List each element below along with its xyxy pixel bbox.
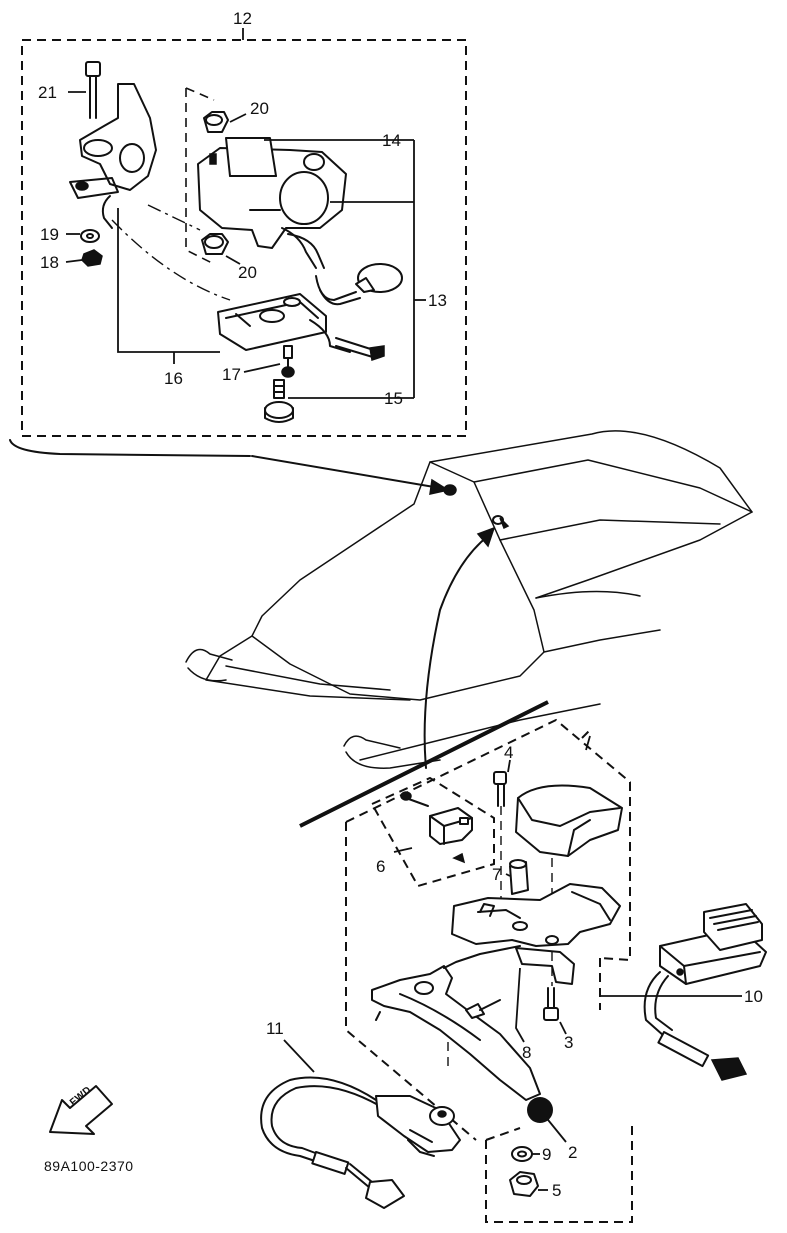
part-label-9: 9 <box>542 1145 552 1164</box>
screw-8 <box>465 967 525 1043</box>
bolt-4 <box>493 759 511 930</box>
detail-box-lower <box>345 718 633 1223</box>
assembly-lines <box>111 87 231 301</box>
part-label-10: 10 <box>744 987 763 1006</box>
part-label-20-top: 20 <box>250 99 269 118</box>
leader-2 <box>539 1109 567 1143</box>
leader-lines-upper <box>117 139 426 399</box>
pin-7 <box>505 859 529 895</box>
part-label-7: 7 <box>492 865 502 884</box>
nut-20-bottom <box>201 233 241 265</box>
switch-6 <box>393 791 473 864</box>
washer-9 <box>511 1146 540 1162</box>
part-label-17: 17 <box>222 365 241 384</box>
part-label-2: 2 <box>568 1143 578 1162</box>
switch-plate-16 <box>217 293 385 361</box>
part-label-5: 5 <box>552 1181 562 1200</box>
location-arrows <box>251 455 496 769</box>
bolt-3 <box>543 952 567 1035</box>
part-label-14: 14 <box>382 131 401 150</box>
nut-18 <box>65 249 103 267</box>
nut-5 <box>509 1171 548 1197</box>
screw-17 <box>243 345 295 378</box>
screw-15 <box>264 379 294 423</box>
switch-housing-14 <box>197 137 403 306</box>
brake-lever-2 <box>371 945 553 1123</box>
part-label-11: 11 <box>266 1019 284 1038</box>
unit-10 <box>600 903 767 1081</box>
bolt-21 <box>68 61 101 119</box>
part-label-3: 3 <box>564 1033 574 1052</box>
part-label-8: 8 <box>522 1043 532 1062</box>
part-label-12: 12 <box>233 9 252 28</box>
snowmobile-silhouette <box>185 430 753 769</box>
part-label-15: 15 <box>384 389 403 408</box>
part-label-16: 16 <box>164 369 183 388</box>
cable-switch-11 <box>260 1039 461 1209</box>
detail-box-6 <box>370 776 495 888</box>
part-label-6: 6 <box>376 857 386 876</box>
fwd-arrow-icon <box>49 1085 113 1135</box>
part-label-18: 18 <box>40 253 59 272</box>
part-label-19: 19 <box>40 225 59 244</box>
drawing-code: 89A100-2370 <box>44 1158 134 1174</box>
part-label-21: 21 <box>38 83 57 102</box>
lever-bracket <box>451 883 621 985</box>
part-label-4: 4 <box>504 743 514 762</box>
handlebar-line <box>299 700 549 828</box>
part-label-13: 13 <box>428 291 447 310</box>
part-label-20-bottom: 20 <box>238 263 257 282</box>
bracket <box>69 83 157 229</box>
nut-20-top <box>203 111 247 133</box>
washer-19 <box>66 229 100 243</box>
detail-box-12 <box>9 28 467 457</box>
